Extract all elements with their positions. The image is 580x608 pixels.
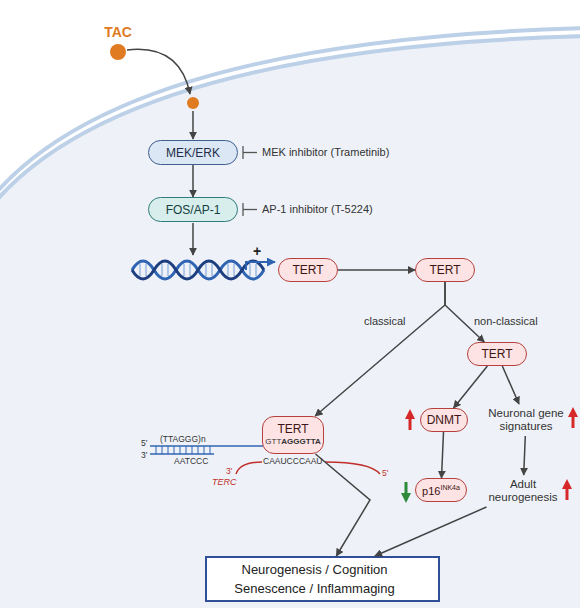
effect-text: Neuronal gene signatures bbox=[486, 404, 566, 436]
kinase-box: MEK/ERK bbox=[148, 140, 238, 165]
cell-membrane bbox=[0, 36, 580, 208]
connector-arrow bbox=[316, 454, 371, 556]
node-label: Neurogenesis / Cognition bbox=[242, 560, 388, 580]
strand-end: 5' bbox=[382, 468, 388, 478]
increase-arrow bbox=[572, 412, 575, 428]
inhibition-symbol bbox=[243, 152, 257, 153]
sequence-label: (TTAGGG)n bbox=[160, 434, 206, 444]
terc-rna bbox=[325, 462, 380, 474]
terc-rna bbox=[236, 462, 262, 474]
cell-membrane bbox=[0, 28, 580, 200]
activation-sign: + bbox=[253, 243, 261, 259]
rna-label: TERC bbox=[212, 477, 237, 487]
connector-arrow bbox=[445, 282, 484, 342]
protein-box: TERT bbox=[467, 342, 527, 366]
node-label: TAC bbox=[104, 24, 132, 40]
inhibition-symbol bbox=[242, 146, 243, 159]
dna-helix bbox=[132, 261, 264, 279]
gene-box: p16INK4a bbox=[415, 478, 467, 502]
edge-label: non-classical bbox=[474, 315, 538, 327]
inhibitor-label: MEK inhibitor (Trametinib) bbox=[262, 146, 389, 158]
protein-box: TERT bbox=[415, 258, 475, 282]
node-label: Neuronal gene signatures bbox=[486, 407, 566, 433]
strand-end: 3' bbox=[226, 466, 232, 476]
sequence-line: GTTAGGGTTA bbox=[265, 438, 320, 447]
connector-arrow bbox=[454, 366, 488, 408]
connector-arrow bbox=[524, 436, 526, 475]
node-label: DNMT bbox=[427, 413, 462, 427]
uptake-arrow bbox=[127, 49, 190, 94]
connector-arrow bbox=[375, 507, 487, 556]
tac-molecule bbox=[187, 97, 199, 109]
sequence-text: AGGGTTA bbox=[281, 437, 320, 446]
strand-end: 5' bbox=[141, 438, 147, 448]
inhibitor-label: AP-1 inhibitor (T-5224) bbox=[262, 203, 373, 215]
promoter-arrow bbox=[246, 262, 275, 270]
node-label: Senescence / Inflammaging bbox=[234, 579, 394, 599]
protein-box: TERT bbox=[278, 258, 338, 282]
signal-arrow bbox=[192, 223, 194, 255]
node-label: FOS/AP-1 bbox=[166, 203, 221, 217]
node-label: Adult neurogenesis bbox=[486, 478, 560, 504]
node-label: TERT bbox=[429, 263, 460, 277]
outcome-box: Neurogenesis / CognitionSenescence / Inf… bbox=[205, 556, 440, 602]
connector-arrow bbox=[442, 432, 444, 478]
telomerase-box: TERTGTTAGGGTTA bbox=[262, 416, 324, 454]
sequence-label: AATCCC bbox=[174, 456, 208, 466]
connector-arrow bbox=[502, 366, 519, 404]
cell-interior bbox=[0, 34, 580, 608]
node-label: p16 bbox=[422, 484, 440, 496]
node-label: MEK/ERK bbox=[166, 146, 220, 160]
sequence-text: GTT bbox=[265, 437, 281, 446]
enzyme-box: DNMT bbox=[420, 408, 468, 432]
signal-arrow bbox=[192, 111, 194, 139]
decrease-arrow bbox=[405, 482, 408, 498]
inhibition-symbol bbox=[242, 203, 243, 216]
connector-arrow bbox=[338, 269, 415, 271]
connector-arrow bbox=[315, 282, 445, 416]
transcription-factor-box: FOS/AP-1 bbox=[148, 197, 238, 222]
gene-name: p16INK4a bbox=[422, 484, 460, 497]
node-label: TERT bbox=[292, 263, 323, 277]
node-label: TERT bbox=[481, 347, 512, 361]
increase-arrow bbox=[409, 414, 412, 430]
strand-end: 3' bbox=[141, 450, 147, 460]
ligand-circle: TAC bbox=[110, 44, 126, 60]
inhibition-symbol bbox=[243, 209, 257, 210]
increase-arrow bbox=[566, 484, 569, 500]
sequence-label: CAAUCCCAAU bbox=[263, 456, 323, 466]
edge-label: classical bbox=[364, 315, 406, 327]
telomere-dna bbox=[150, 446, 263, 454]
connector-arrow bbox=[192, 165, 194, 197]
effect-text: Adult neurogenesis bbox=[486, 475, 560, 507]
node-label: TERT bbox=[277, 423, 308, 436]
superscript: INK4a bbox=[440, 484, 459, 491]
